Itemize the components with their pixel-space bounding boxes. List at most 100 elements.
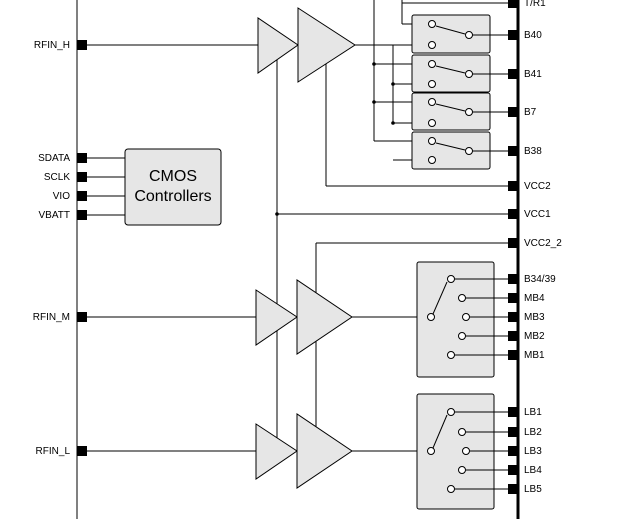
contact [465, 31, 473, 39]
pin-label: VCC2_2 [524, 238, 562, 249]
pin-label: RFIN_M [33, 312, 70, 323]
pin-mb4: MB4 [508, 293, 545, 304]
pad [77, 40, 87, 50]
switch-lb [427, 408, 508, 493]
pin-trx1: T/R1 [508, 0, 546, 9]
pin-label: B34/39 [524, 274, 556, 285]
switch-arm [435, 65, 466, 74]
lb-driver-amplifier [255, 423, 298, 480]
switch-arm [435, 25, 466, 35]
switch-mb [427, 275, 508, 359]
contact [447, 408, 455, 416]
junction-dot [275, 212, 279, 216]
pad [508, 181, 518, 191]
switch-arm [432, 281, 448, 315]
pad [508, 30, 518, 40]
pin-vio: VIO [53, 191, 87, 202]
contact [458, 428, 466, 436]
pad [508, 0, 518, 8]
cmos-controllers-block: CMOS Controllers [124, 148, 222, 226]
pin-mb3: MB3 [508, 312, 545, 323]
contact [458, 332, 466, 340]
pin-label: T/R1 [524, 0, 546, 9]
pad [77, 312, 87, 322]
pin-vbatt: VBATT [39, 210, 87, 221]
pin-vcc2-2: VCC2_2 [508, 238, 562, 249]
pin-lb3: LB3 [508, 446, 542, 457]
switch-arm [435, 103, 466, 112]
switch-arm [432, 414, 448, 449]
pin-vcc2: VCC2 [508, 181, 551, 192]
contact [428, 156, 436, 164]
contact [458, 294, 466, 302]
pad [508, 293, 518, 303]
contact [447, 275, 455, 283]
pad [508, 465, 518, 475]
pin-rfin-m: RFIN_M [33, 312, 87, 323]
pad [508, 146, 518, 156]
junction-dot [391, 82, 395, 86]
contact [465, 147, 473, 155]
pin-vcc1: VCC1 [508, 209, 551, 220]
pin-b7: B7 [508, 107, 537, 118]
hb-power-amplifier [297, 7, 356, 83]
junction-dot [372, 62, 376, 66]
contact [447, 351, 455, 359]
pad [77, 153, 87, 163]
pin-label: MB1 [524, 350, 545, 361]
pad [508, 446, 518, 456]
pin-label: LB4 [524, 465, 542, 476]
switch-b7 [428, 98, 508, 127]
cmos-title-line2: Controllers [134, 188, 211, 205]
pad [508, 350, 518, 360]
cmos-box [124, 148, 222, 226]
pin-label: LB2 [524, 427, 542, 438]
pad [77, 446, 87, 456]
hb-driver-amplifier [257, 17, 299, 74]
pin-lb2: LB2 [508, 427, 542, 438]
pad [77, 210, 87, 220]
pin-label: B38 [524, 146, 542, 157]
pin-label: B7 [524, 107, 537, 118]
switch-box-b40 [411, 14, 491, 54]
pin-label: VCC2 [524, 181, 551, 192]
contact [428, 60, 436, 68]
lb-power-amplifier [296, 413, 353, 489]
pin-b34-39: B34/39 [508, 274, 556, 285]
pin-sclk: SCLK [44, 172, 87, 183]
pin-lb1: LB1 [508, 407, 542, 418]
switch-box-mb [416, 261, 495, 378]
contact [447, 485, 455, 493]
common-contact [427, 447, 435, 455]
pin-sdata: SDATA [38, 153, 87, 164]
pin-rfin-l: RFIN_L [36, 446, 87, 457]
pad [508, 107, 518, 117]
pin-label: RFIN_H [34, 40, 70, 51]
pad [508, 484, 518, 494]
contact [462, 447, 470, 455]
pin-label: LB5 [524, 484, 542, 495]
pad [508, 238, 518, 248]
pin-rfin-h: RFIN_H [34, 40, 87, 51]
mb-driver-amplifier [255, 289, 298, 346]
contact [465, 108, 473, 116]
pin-lb4: LB4 [508, 465, 542, 476]
pad [508, 407, 518, 417]
contact [428, 119, 436, 127]
pin-b38: B38 [508, 146, 542, 157]
contact [428, 98, 436, 106]
pin-lb5: LB5 [508, 484, 542, 495]
switch-arm [435, 142, 466, 151]
pin-label: LB1 [524, 407, 542, 418]
pin-b41: B41 [508, 69, 542, 80]
pin-label: B41 [524, 69, 542, 80]
mb-power-amplifier [296, 279, 353, 355]
pad [508, 312, 518, 322]
junction-dot [372, 100, 376, 104]
contact [458, 466, 466, 474]
switch-b38 [428, 137, 508, 164]
pad [508, 69, 518, 79]
pin-label: VBATT [39, 210, 70, 221]
pin-label: LB3 [524, 446, 542, 457]
